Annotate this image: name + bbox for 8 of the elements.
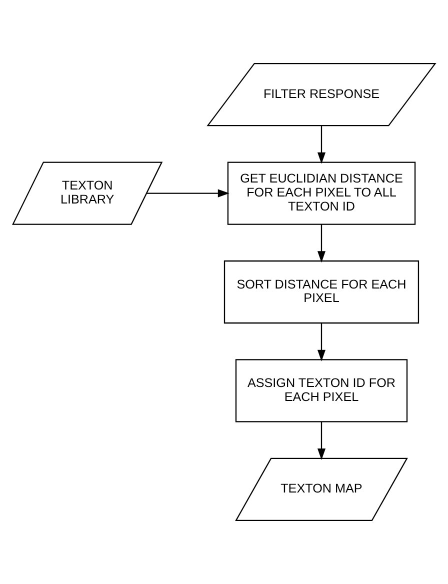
arrow <box>317 422 326 460</box>
arrow <box>317 126 326 164</box>
arrow <box>317 323 326 362</box>
arrow <box>317 224 326 263</box>
node-box: GET EUCLIDIAN DISTANCE FOR EACH PIXEL TO ALL TEXTON ID <box>227 162 416 225</box>
node-box: ASSIGN TEXTON ID FOR EACH PIXEL <box>235 359 408 422</box>
node-box: SORT DISTANCE FOR EACH PIXEL <box>224 260 420 324</box>
arrow <box>146 189 230 198</box>
